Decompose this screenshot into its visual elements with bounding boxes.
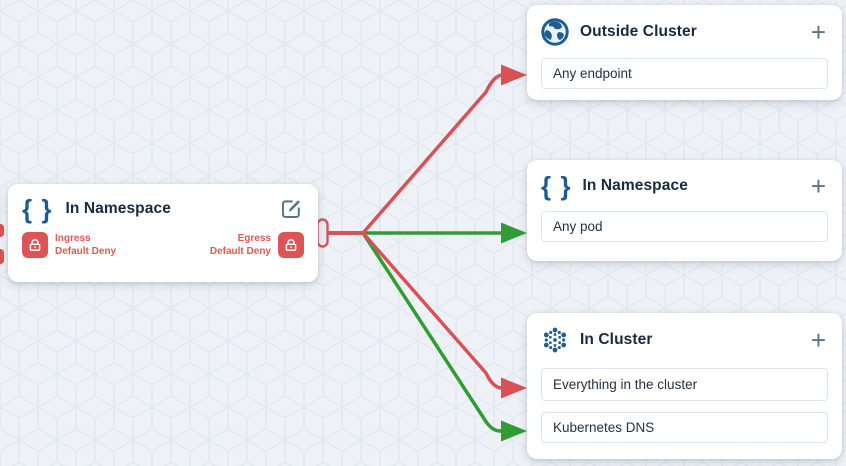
- add-rule-button[interactable]: +: [810, 17, 826, 47]
- dest-card-outside-cluster: Outside Cluster + Any endpoint: [527, 5, 842, 100]
- arrowhead-everything-in-cluster: [501, 377, 527, 399]
- ingress-status-text: Ingress Default Deny: [55, 233, 117, 257]
- left-edge-connector-stub: [0, 249, 4, 264]
- cluster-icon: [543, 327, 567, 353]
- arrowhead-kubernetes-dns: [501, 420, 527, 442]
- add-rule-button[interactable]: +: [810, 171, 826, 201]
- egress-lock-badge[interactable]: [278, 232, 304, 258]
- edit-policy-button[interactable]: [278, 196, 304, 222]
- edge-egress-everything-in-cluster[interactable]: [327, 231, 503, 390]
- egress-status-text: Egress Default Deny: [209, 233, 271, 257]
- edge-egress-kubernetes-dns[interactable]: [327, 231, 502, 433]
- dest-title: In Cluster: [580, 331, 653, 348]
- dest-title: In Namespace: [582, 177, 688, 194]
- rule-item-kubernetes-dns[interactable]: Kubernetes DNS: [541, 412, 828, 443]
- policy-node-in-namespace[interactable]: { } In Namespace Ingress: [8, 184, 318, 282]
- node-title: In Namespace: [65, 200, 171, 217]
- egress-default-deny[interactable]: Egress Default Deny: [210, 232, 304, 258]
- edit-icon: [281, 200, 300, 219]
- braces-icon: { }: [541, 171, 572, 201]
- dest-card-in-namespace: { } In Namespace + Any pod: [527, 160, 842, 261]
- rule-item-any-pod[interactable]: Any pod: [541, 211, 828, 242]
- egress-connector-handle[interactable]: [316, 218, 329, 248]
- lock-icon: [29, 239, 41, 251]
- left-edge-connector-stub: [0, 224, 4, 237]
- globe-icon: [541, 18, 569, 46]
- braces-icon: { }: [22, 194, 53, 224]
- rule-item-everything-in-cluster[interactable]: Everything in the cluster: [541, 368, 828, 401]
- rule-item-any-endpoint[interactable]: Any endpoint: [541, 58, 828, 89]
- edge-egress-any-endpoint[interactable]: [327, 73, 504, 235]
- lock-icon: [285, 239, 297, 251]
- arrowhead-any-endpoint: [501, 64, 527, 86]
- ingress-default-deny[interactable]: Ingress Default Deny: [22, 232, 116, 258]
- dest-title: Outside Cluster: [580, 23, 697, 40]
- ingress-lock-badge[interactable]: [22, 232, 48, 258]
- dest-card-in-cluster: In Cluster + Everything in the cluster K…: [527, 313, 842, 459]
- arrowhead-any-pod: [501, 222, 527, 244]
- add-rule-button[interactable]: +: [810, 325, 826, 355]
